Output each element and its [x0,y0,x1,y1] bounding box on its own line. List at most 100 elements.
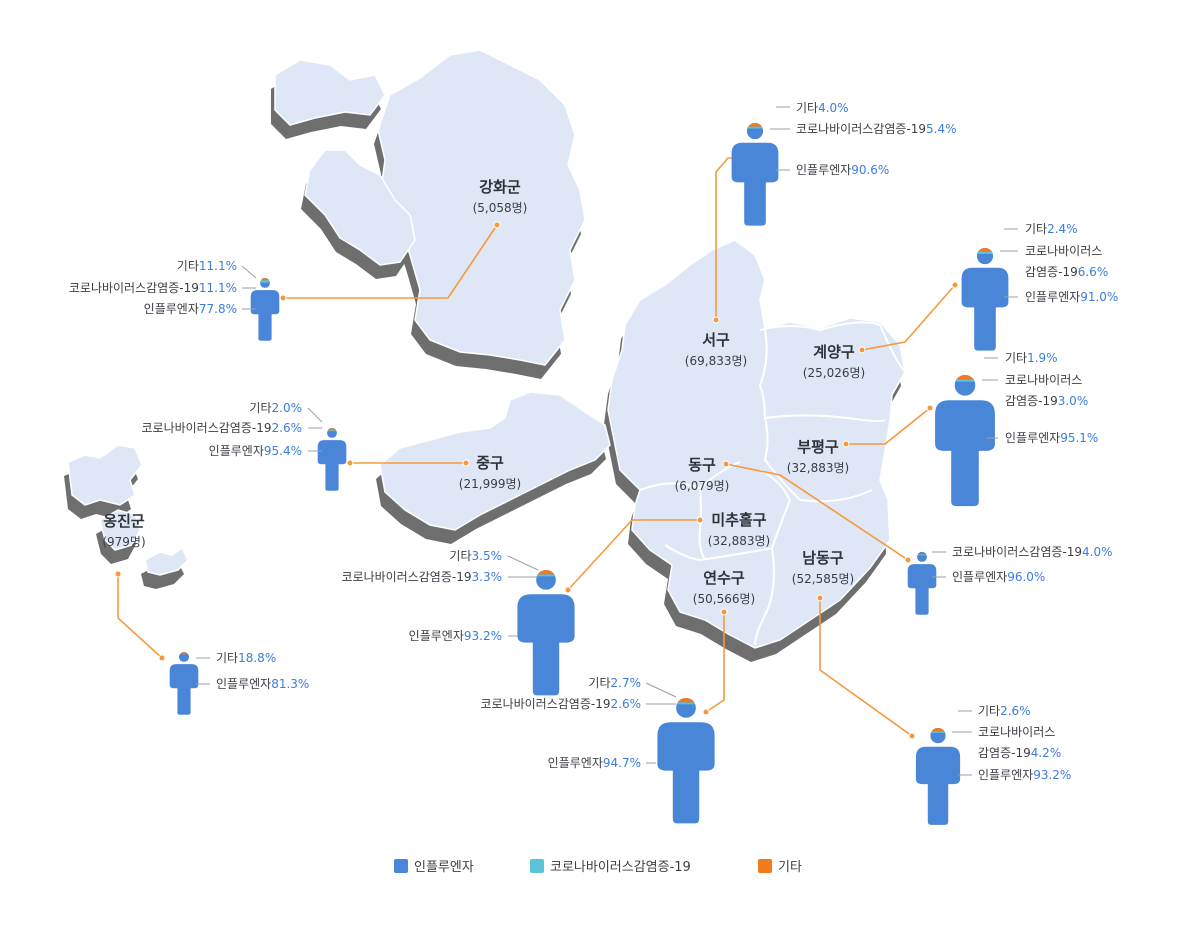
person-head [954,375,976,396]
breakdown-label: 코로나바이러스감염증-19 [480,697,610,711]
person-body [169,664,199,715]
person-head [260,278,270,288]
person-icon [250,278,280,341]
breakdown-value: 18.8% [238,651,276,665]
district-name: 미추홀구 [711,511,766,529]
breakdown-gyeyang: 기타2.4%코로나바이러스감염증-196.6%인플루엔자91.0% [1000,222,1118,304]
land-region [379,391,611,531]
person-head [676,698,696,718]
person-body [915,746,961,825]
breakdown-value: 96.0% [1007,570,1045,584]
breakdown-bupyeong: 기타1.9%코로나바이러스감염증-193.0%인플루엔자95.1% [982,351,1098,445]
breakdown-row: 기타2.4% [1025,222,1078,236]
leader-dot [720,608,728,616]
person-icon [517,570,575,696]
breakdown-row: 인플루엔자81.3% [216,677,309,691]
land-region [67,444,143,506]
person-body [250,290,280,341]
district-population: (5,058명) [473,201,528,215]
person-body [935,400,995,507]
person-head [917,552,927,562]
breakdown-label: 기타 [449,549,471,563]
breakdown-connector [241,265,257,279]
breakdown-value: 77.8% [199,302,237,316]
breakdown-row: 기타2.7% [588,676,641,690]
breakdown-label: 기타 [796,101,818,115]
breakdown-value: 90.6% [851,163,889,177]
breakdown-row: 기타3.5% [449,549,502,563]
district-dong: 동구 (6,079명) [675,456,730,493]
breakdown-label: 인플루엔자 [1005,431,1060,445]
leader-dot [908,732,916,740]
breakdown-value: 93.2% [464,629,502,643]
legend-swatch-influenza [394,858,408,873]
legend: 인플루엔자 코로나바이러스감염증-19 기타 [0,856,1200,880]
person-icon [317,428,347,491]
breakdown-value: 4.0% [818,101,849,115]
leader-dot [951,281,959,289]
breakdown-label: 기타 [216,651,238,665]
person-body [657,722,715,824]
breakdown-row: 인플루엔자95.4% [209,444,302,458]
leader-line [705,612,725,713]
breakdown-row: 코로나바이러스감염증-195.4% [796,122,957,136]
person-head [976,248,994,265]
leader-line [725,463,909,561]
breakdown-row: 기타2.0% [249,401,302,415]
district-name: 동구 [688,456,716,474]
breakdown-value: 95.4% [264,444,302,458]
district-borders [639,321,906,646]
breakdown-value: 93.2% [1033,768,1071,782]
breakdown-label: 인플루엔자 [1025,290,1080,304]
breakdown-label: 코로나바이러스 [1025,244,1102,258]
leader-dot [926,404,934,412]
breakdown-label: 인플루엔자 [209,444,264,458]
breakdown-value: 95.1% [1060,431,1098,445]
breakdown-michuhol: 기타3.5%코로나바이러스감염증-193.3%인플루엔자93.2% [341,549,539,643]
person-icon [657,698,715,824]
land-region [304,149,416,266]
breakdown-jung: 기타2.0% 코로나바이러스감염증-192.6% 인플루엔자95.4% [141,401,323,458]
breakdown-row: 코로나바이러스감염증-192.6% [480,697,641,711]
breakdown-row: 인플루엔자93.2% [978,768,1071,782]
legend-label: 인플루엔자 [414,860,474,875]
breakdown-value: 3.5% [472,549,503,563]
breakdown-ongjin: 기타18.8% 인플루엔자81.3% [196,651,309,691]
leader-dot [858,346,866,354]
breakdown-value: 94.7% [603,756,641,770]
person-body [517,594,575,696]
person-icon [915,728,961,825]
breakdown-row: 기타4.0% [796,101,849,115]
person-head [179,652,189,662]
land-region [99,509,141,551]
breakdown-row: 감염증-193.0% [1005,394,1088,408]
breakdown-value: 2.0% [272,401,303,415]
breakdown-label: 코로나바이러스감염증-19 [341,570,471,584]
breakdown-value: 2.6% [1000,704,1031,718]
leader-dot [816,594,824,602]
person-icon [169,652,199,715]
leader-dot [712,316,720,324]
breakdown-label: 기타 [978,704,1000,718]
breakdown-value: 6.6% [1078,265,1109,279]
breakdown-label: 인플루엔자 [952,570,1007,584]
breakdown-label: 인플루엔자 [978,768,1033,782]
breakdown-row: 감염증-194.2% [978,746,1061,760]
breakdown-label: 인플루엔자 [548,756,603,770]
district-name: 연수구 [703,569,745,587]
breakdown-row: 코로나바이러스감염증-193.3% [341,570,502,584]
district-yeonsu: 연수구 (50,566명) [693,569,755,606]
district-name: 옹진군 [103,512,145,530]
breakdown-row: 기타2.6% [978,704,1031,718]
district-name: 서구 [702,331,730,349]
breakdown-row: 인플루엔자95.1% [1005,431,1098,445]
breakdown-value: 81.3% [271,677,309,691]
breakdown-row: 코로나바이러스감염증-192.6% [141,421,302,435]
breakdown-row: 감염증-196.6% [1025,265,1108,279]
leader-dot [114,570,122,578]
legend-item-other: 기타 [758,856,802,875]
district-population: (979명) [102,535,145,549]
district-ganghwa: 강화군 (5,058명) [473,178,528,215]
breakdown-value: 5.4% [926,122,957,136]
